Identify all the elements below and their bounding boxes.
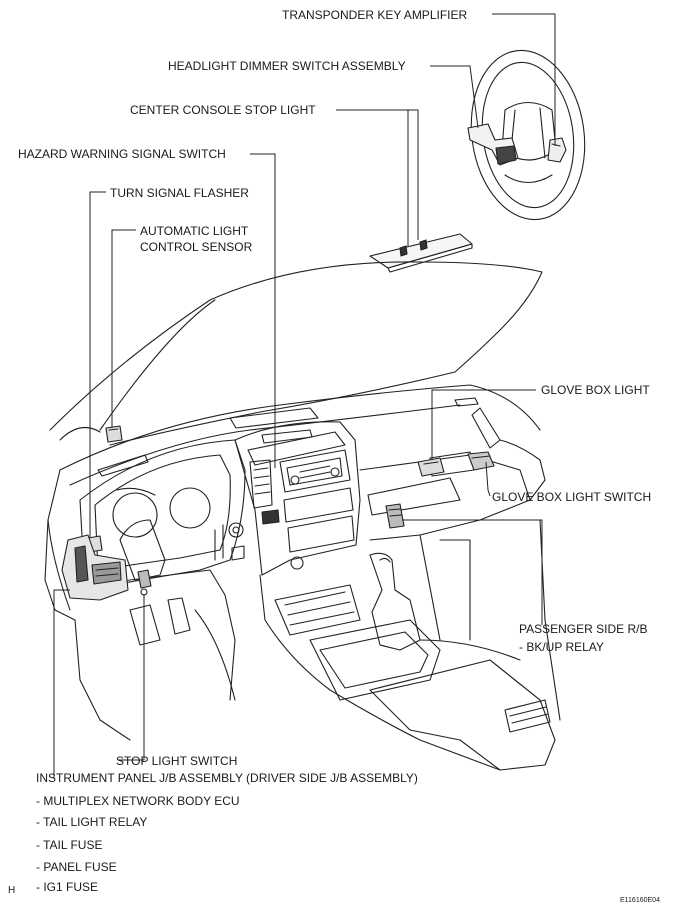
label-passenger-side-rb: PASSENGER SIDE R/B	[519, 622, 648, 636]
label-panel-fuse: - PANEL FUSE	[36, 860, 117, 874]
label-hazard-warning-signal-switch: HAZARD WARNING SIGNAL SWITCH	[18, 147, 226, 161]
leader-glove-box-light	[431, 389, 536, 460]
windshield-outline	[49, 261, 543, 446]
label-instrument-panel-jb-assembly: INSTRUMENT PANEL J/B ASSEMBLY (DRIVER SI…	[36, 771, 418, 785]
label-center-console-stop-light: CENTER CONSOLE STOP LIGHT	[130, 103, 316, 117]
figure-code: E116160E04	[620, 897, 660, 904]
passenger-side-rb-drawing	[385, 503, 405, 529]
automatic-light-control-sensor-drawing	[105, 425, 123, 443]
label-multiplex-network-body-ecu: - MULTIPLEX NETWORK BODY ECU	[36, 794, 240, 808]
label-control-sensor-line2: CONTROL SENSOR	[140, 240, 253, 254]
transponder-key-amplifier-drawing	[547, 137, 567, 163]
label-glove-box-light: GLOVE BOX LIGHT	[541, 383, 650, 397]
glove-box-light-switch-drawing	[467, 451, 495, 471]
leader-glove-box-light-switch	[485, 461, 491, 497]
leader-automatic-light-control-sensor	[111, 229, 136, 428]
dashboard-body	[44, 384, 561, 771]
headlight-dimmer-switch-drawing	[467, 123, 519, 166]
instrument-panel-jb-drawing	[61, 534, 129, 601]
label-tail-light-relay: - TAIL LIGHT RELAY	[36, 815, 148, 829]
label-stop-light-switch: STOP LIGHT SWITCH	[116, 754, 238, 768]
leader-center-console-stop-light	[336, 109, 419, 246]
leader-hazard-warning-signal-switch	[250, 153, 276, 468]
leader-stop-light-switch	[118, 594, 145, 761]
label-transponder-key-amplifier: TRANSPONDER KEY AMPLIFIER	[282, 8, 468, 22]
leader-transponder-key-amplifier	[492, 13, 556, 146]
leader-passenger-side-rb	[402, 519, 543, 625]
label-ig1-fuse: - IG1 FUSE	[36, 880, 99, 894]
label-automatic-light-line1: AUTOMATIC LIGHT	[140, 224, 249, 238]
leader-turn-signal-flasher	[89, 191, 106, 538]
label-headlight-dimmer-switch-assembly: HEADLIGHT DIMMER SWITCH ASSEMBLY	[168, 59, 406, 73]
label-tail-fuse: - TAIL FUSE	[36, 838, 103, 852]
center-console-stop-light-drawing	[369, 233, 473, 273]
label-glove-box-light-switch: GLOVE BOX LIGHT SWITCH	[492, 490, 652, 504]
stop-light-switch-drawing	[137, 569, 152, 596]
leader-instrument-panel-jb	[53, 589, 70, 778]
label-bk-up-relay: - BK/UP RELAY	[519, 640, 604, 654]
corner-mark-left: H	[8, 885, 16, 896]
leader-lines	[53, 13, 556, 778]
label-turn-signal-flasher: TURN SIGNAL FLASHER	[110, 186, 249, 200]
leader-headlight-dimmer-switch	[430, 65, 479, 129]
glove-box-light-drawing	[417, 457, 445, 477]
